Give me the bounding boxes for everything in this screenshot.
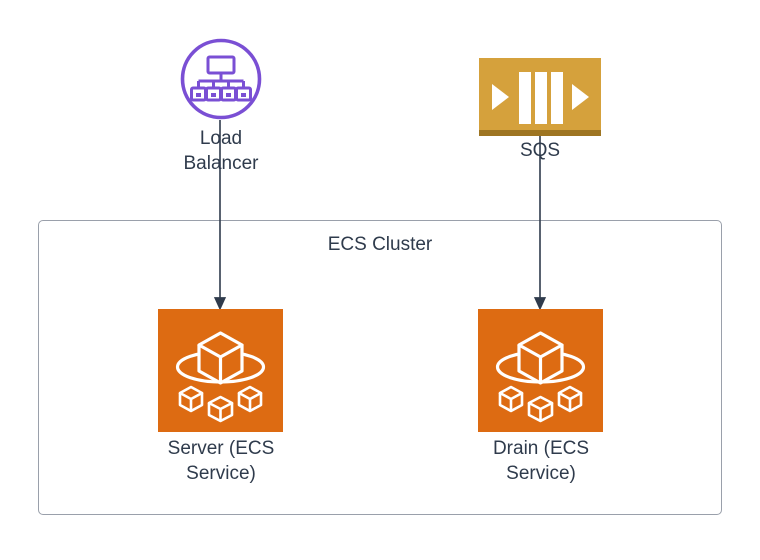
load-balancer-label: Load Balancer bbox=[183, 128, 259, 174]
ecs-cluster-label: ECS Cluster bbox=[327, 234, 433, 255]
load-balancer-icon[interactable] bbox=[180, 38, 262, 120]
sqs-queue-icon[interactable] bbox=[479, 58, 601, 136]
server-ecs-service-icon[interactable] bbox=[158, 309, 283, 432]
sqs-label: SQS bbox=[519, 140, 561, 161]
ecs-cluster-container[interactable] bbox=[38, 220, 722, 515]
drain-ecs-service-icon[interactable] bbox=[478, 309, 603, 432]
